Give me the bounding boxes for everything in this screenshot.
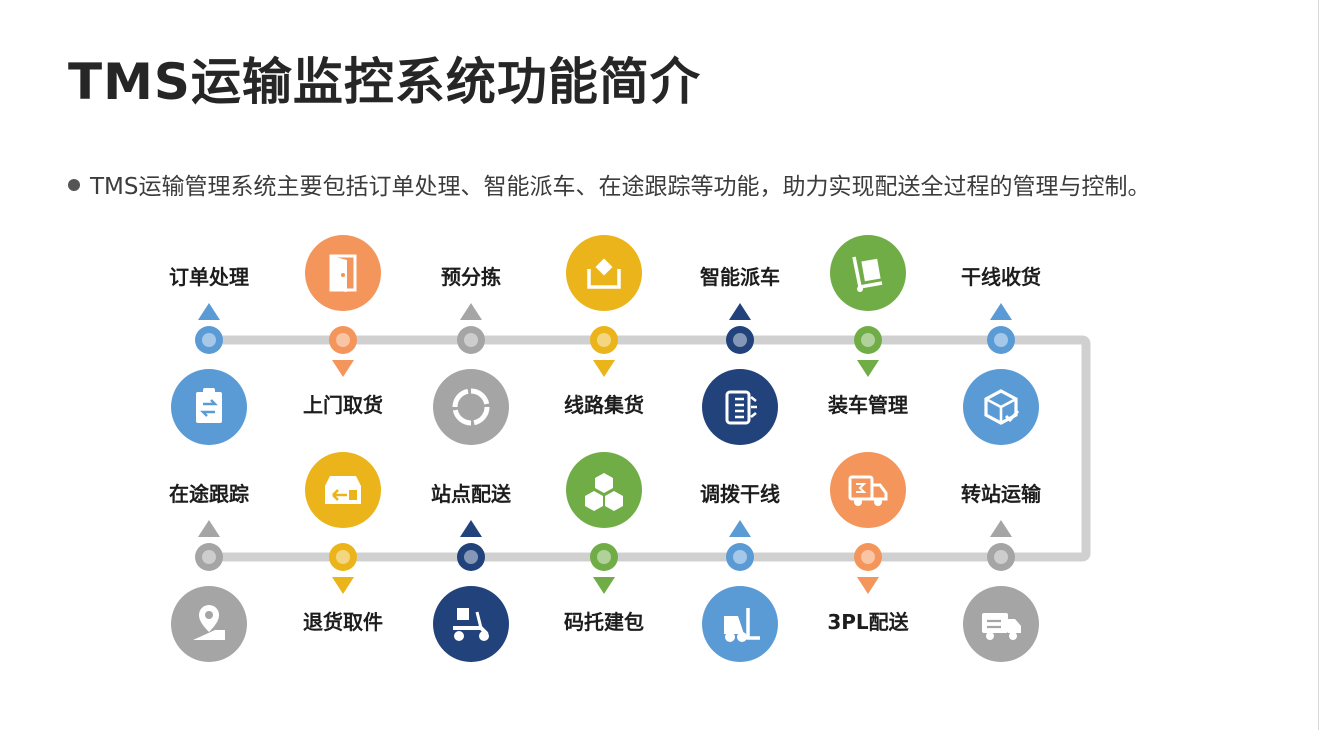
step-8-badge <box>171 586 247 662</box>
flow-track <box>209 335 1091 562</box>
down-arrow-marker <box>332 577 354 594</box>
flow-node-inner <box>733 550 747 564</box>
step-label: 订单处理 <box>169 265 249 289</box>
flow-node-inner <box>994 333 1008 347</box>
step-13-badge <box>830 452 906 528</box>
delivery-scooter-icon <box>453 608 489 641</box>
truck-front-icon <box>725 390 757 425</box>
down-arrow-marker <box>857 577 879 594</box>
step-label: 调拨干线 <box>700 482 780 506</box>
flow-node-outer <box>854 326 882 354</box>
delivery-truck-icon <box>848 475 888 506</box>
map-pin-icon <box>193 605 225 640</box>
intro-bullet: TMS运输管理系统主要包括订单处理、智能派车、在途跟踪等功能，助力实现配送全过程… <box>68 170 1238 204</box>
package-check-icon <box>984 389 1020 425</box>
flow-node-inner <box>336 333 350 347</box>
step-icon-circle <box>830 452 906 528</box>
flow-node-outer <box>987 543 1015 571</box>
flow-node-inner <box>861 333 875 347</box>
step-12-badge <box>702 586 778 662</box>
intro-text: TMS运输管理系统主要包括订单处理、智能派车、在途跟踪等功能，助力实现配送全过程… <box>90 174 1151 200</box>
step-label: 退货取件 <box>303 610 383 634</box>
flow-node-outer <box>457 326 485 354</box>
step-icon-circle <box>702 369 778 445</box>
step-5-badge <box>702 369 778 445</box>
flow-node-outer <box>590 543 618 571</box>
flow-node-inner <box>202 550 216 564</box>
up-arrow-marker <box>729 520 751 537</box>
flow-node-outer <box>726 326 754 354</box>
step-label: 预分拣 <box>441 265 501 289</box>
step-label: 转站运输 <box>961 482 1042 506</box>
flow-node-inner <box>994 550 1008 564</box>
down-arrow-marker <box>857 360 879 377</box>
circle-progress-icon <box>452 388 490 426</box>
up-arrow-marker <box>990 303 1012 320</box>
hand-truck-icon <box>852 256 883 292</box>
step-icon-circle <box>433 369 509 445</box>
step-1-badge <box>171 369 247 445</box>
slide-edge-divider <box>1318 0 1319 730</box>
door-icon <box>329 254 357 292</box>
flow-node-outer <box>726 543 754 571</box>
flow-node-outer <box>329 543 357 571</box>
step-icon-circle <box>433 586 509 662</box>
step-label: 上门取货 <box>303 393 383 417</box>
step-2-badge <box>305 235 381 311</box>
flow-node-outer <box>590 326 618 354</box>
flow-node-inner <box>202 333 216 347</box>
step-3-badge <box>433 369 509 445</box>
down-arrow-marker <box>593 577 615 594</box>
step-4-badge <box>566 235 642 311</box>
flow-node-inner <box>597 333 611 347</box>
flow-node-inner <box>464 333 478 347</box>
bullet-dot-icon <box>68 179 80 191</box>
flow-node-inner <box>733 333 747 347</box>
flow-node-outer <box>457 543 485 571</box>
up-arrow-marker <box>729 303 751 320</box>
transfer-truck-icon <box>982 613 1021 640</box>
step-label: 线路集货 <box>564 393 644 417</box>
step-label: 在途跟踪 <box>169 482 249 506</box>
step-label: 智能派车 <box>700 265 780 289</box>
step-9-badge <box>305 452 381 528</box>
clipboard-swap-icon <box>196 388 222 423</box>
step-label: 站点配送 <box>431 482 512 506</box>
up-arrow-marker <box>990 520 1012 537</box>
step-7-badge <box>963 369 1039 445</box>
up-arrow-marker <box>198 520 220 537</box>
step-10-badge <box>433 586 509 662</box>
up-arrow-marker <box>198 303 220 320</box>
down-arrow-marker <box>593 360 615 377</box>
up-arrow-marker <box>460 520 482 537</box>
step-6-badge <box>830 235 906 311</box>
flow-node-outer <box>195 326 223 354</box>
flow-node-inner <box>336 550 350 564</box>
flow-node-outer <box>987 326 1015 354</box>
step-11-badge <box>566 452 642 528</box>
down-arrow-marker <box>332 360 354 377</box>
flow-node-outer <box>195 543 223 571</box>
step-label: 干线收货 <box>961 265 1041 289</box>
stacked-boxes-icon <box>585 473 623 511</box>
step-label: 3PL配送 <box>827 610 909 634</box>
flow-node-outer <box>329 326 357 354</box>
return-box-icon <box>325 476 361 504</box>
forklift-icon <box>724 608 760 642</box>
page-title: TMS运输监控系统功能简介 <box>68 53 701 111</box>
step-label: 装车管理 <box>827 393 908 417</box>
flow-node-inner <box>861 550 875 564</box>
flow-node-inner <box>597 550 611 564</box>
step-label: 码托建包 <box>564 610 644 634</box>
flow-node-inner <box>464 550 478 564</box>
flow-node-outer <box>854 543 882 571</box>
step-14-badge <box>963 586 1039 662</box>
up-arrow-marker <box>460 303 482 320</box>
box-in-tray-icon <box>587 258 621 289</box>
